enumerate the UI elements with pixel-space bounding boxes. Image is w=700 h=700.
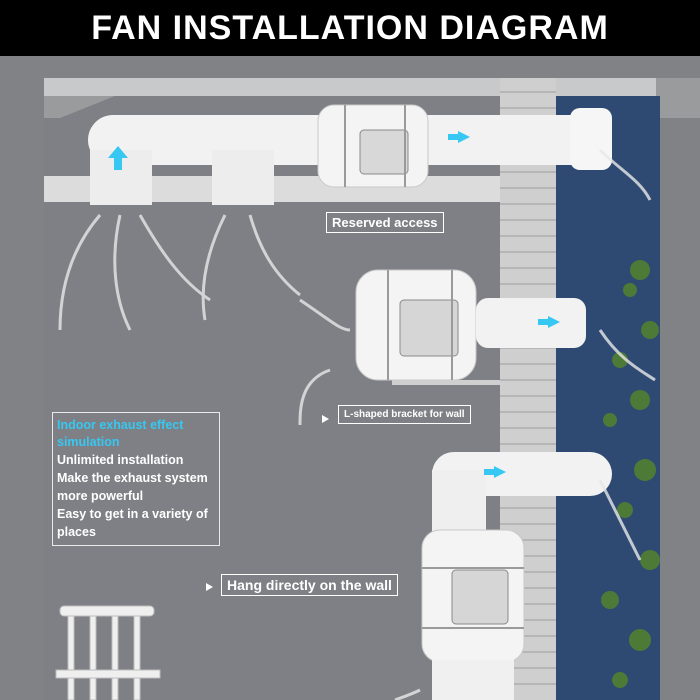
vent-drop-middle [212, 150, 274, 205]
hang-on-wall-label: Hang directly on the wall [221, 574, 398, 596]
airflow-lines [58, 148, 656, 700]
installation-scene: Reserved access L-shaped bracket for wal… [0, 56, 700, 700]
l-bracket-label: L-shaped bracket for wall [338, 405, 471, 424]
info-heading: Indoor exhaust effect simulation [57, 418, 184, 449]
duct-outlet-top [570, 108, 612, 170]
roof-beam [44, 78, 656, 96]
info-box: Indoor exhaust effect simulation Unlimit… [52, 412, 220, 546]
flow-arrows [108, 131, 560, 478]
reserved-access-label: Reserved access [326, 212, 444, 233]
fan-middle [355, 269, 586, 385]
info-line: Easy to get in a variety of places [57, 507, 208, 539]
title-bar: FAN INSTALLATION DIAGRAM [0, 0, 700, 56]
scene-illustration [44, 78, 700, 700]
fan-bottom [421, 452, 612, 700]
l-bracket [392, 380, 500, 385]
info-line: Make the exhaust system more powerful [57, 471, 208, 503]
bracket-pointer-icon [322, 415, 329, 423]
middle-fan-duct [476, 298, 586, 348]
page-title: FAN INSTALLATION DIAGRAM [91, 8, 609, 47]
info-line: Unlimited installation [57, 453, 184, 467]
fan-top [317, 104, 429, 188]
hang-pointer-icon [206, 583, 213, 591]
chair [55, 605, 161, 700]
